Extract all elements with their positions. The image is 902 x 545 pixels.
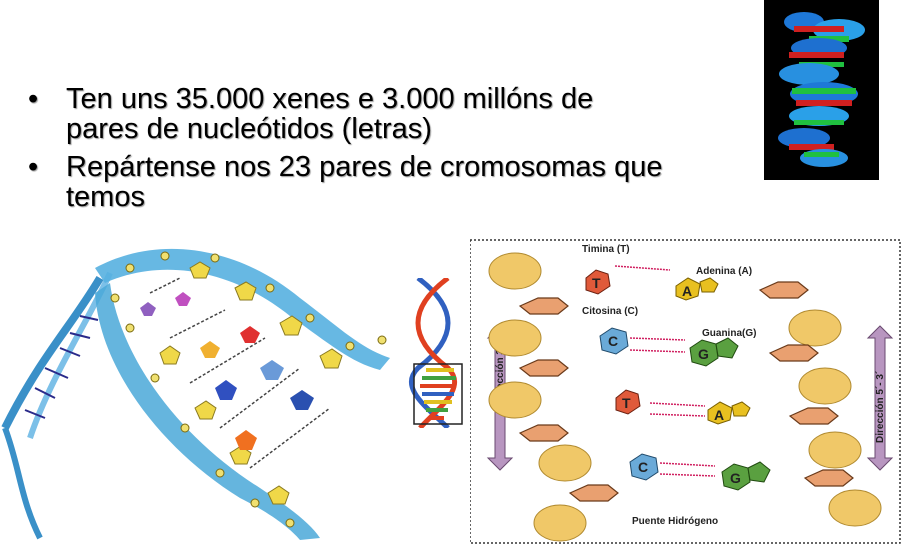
timina-label: Timina (T) (582, 244, 630, 255)
base-letter: A (682, 283, 692, 299)
dna-strand-icon (409, 278, 463, 428)
guanina-label: Guanina(G) (702, 328, 756, 339)
base-citosina: C (599, 327, 629, 355)
base-pairing-diagram: Dirección 3´- 5´ Dirección 5´- 3´ (470, 239, 901, 544)
puente-hidrogeno-label: Puente Hidrógeno (632, 516, 718, 527)
base-letter: A (714, 407, 724, 423)
bullet-symbol: • (28, 83, 39, 115)
base-adenina-2: A (707, 401, 751, 425)
base-adenina: A (675, 277, 719, 301)
base-letter: T (592, 275, 601, 291)
bullet-list: • Ten uns 35.000 xenes e 3.000 millóns d… (28, 84, 748, 220)
direction-right-label: Dirección 5´- 3´ (875, 371, 886, 443)
base-letter: G (730, 470, 741, 486)
dna-helix-illustration (1, 248, 390, 540)
bullet-symbol: • (28, 151, 39, 183)
direction-arrow-right (866, 325, 894, 471)
bullet-item-chromosomes: • Repártense nos 23 pares de cromosomas … (28, 152, 748, 212)
base-citosina-2: C (629, 453, 659, 481)
bullet-text-line: pares de nucleótidos (letras) (66, 113, 432, 145)
base-guanina-2: G (721, 461, 771, 491)
base-guanina: G (689, 337, 739, 367)
citosina-label: Citosina (C) (582, 306, 638, 317)
bullet-text-line: Ten uns 35.000 xenes e 3.000 millóns de (66, 83, 594, 115)
base-timina-2: T (615, 389, 641, 415)
bullet-item-genes: • Ten uns 35.000 xenes e 3.000 millóns d… (28, 84, 748, 144)
bullet-text-line: temos (66, 181, 145, 213)
direction-left-label: Dirección 3´- 5´ (495, 331, 506, 403)
dna-3d-model-image (764, 0, 879, 180)
base-letter: G (698, 346, 709, 362)
base-letter: C (608, 333, 618, 349)
adenina-label: Adenina (A) (696, 266, 752, 277)
base-letter: C (638, 459, 648, 475)
bullet-text-line: Repártense nos 23 pares de cromosomas qu… (66, 151, 663, 183)
base-letter: T (622, 395, 631, 411)
base-timina: T (585, 269, 611, 295)
